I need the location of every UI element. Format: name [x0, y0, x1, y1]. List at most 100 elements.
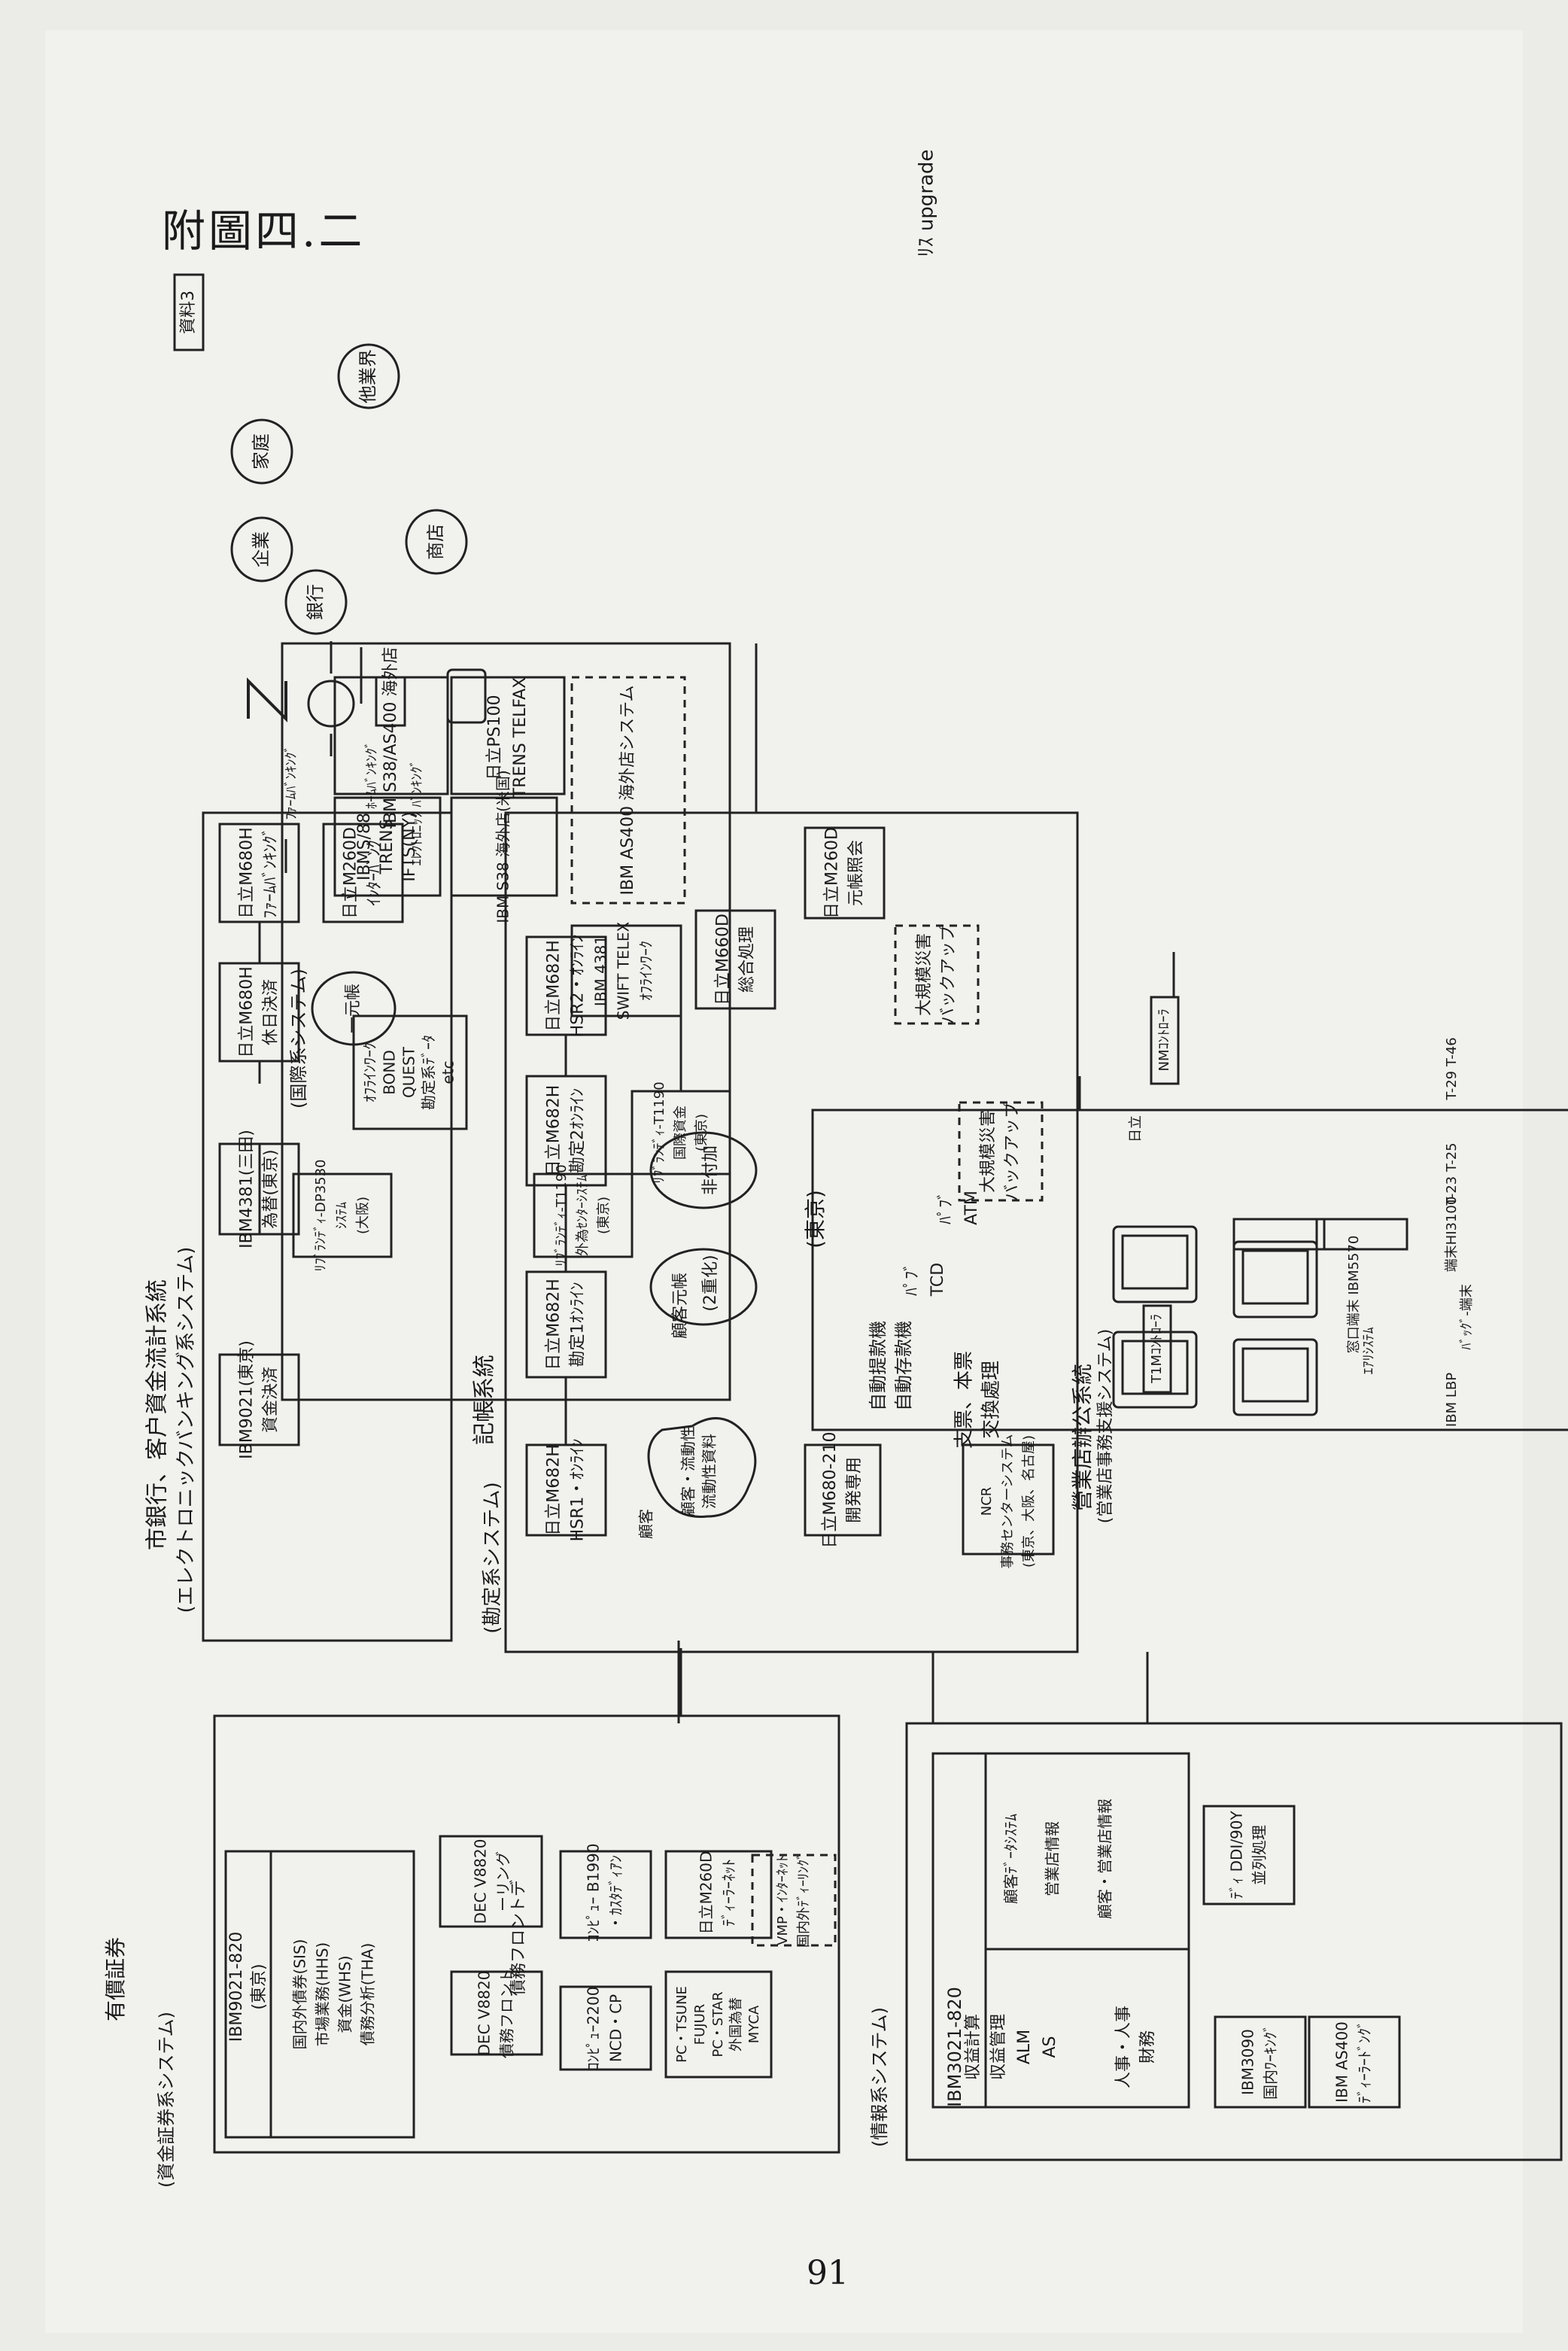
intl-4381-text-line-0: IBM 4381 — [592, 935, 610, 1006]
intl-row-0-text-line-1: 国際資金 — [673, 1106, 688, 1160]
intl-box-2 — [333, 796, 442, 897]
branch-terminal-0 — [1232, 1240, 1318, 1318]
tag-label: 資料3 — [179, 290, 198, 334]
sec-pc-text-line-3: 外国為替 — [728, 1997, 744, 2051]
branch-label-1: T-23 T-25 — [1444, 1142, 1460, 1206]
sec-main-text-line-1: (東京) — [250, 1963, 269, 2009]
eb-box-1 — [218, 1142, 300, 1236]
sec-caption-hand: 有價証券 — [103, 1937, 128, 2021]
intl-box-1 — [450, 676, 566, 795]
branch-atm-box — [1232, 1218, 1326, 1251]
acct-cloud-text-line-0: 顧客・流動性 — [679, 1426, 697, 1516]
info-b3-text-line-1: 並列処理 — [1250, 1825, 1269, 1885]
acct-db1: 顧客元帳 — [671, 1273, 690, 1339]
info-b3-text-line-0: ﾃﾞｨ DDI/90Y — [1228, 1810, 1246, 1899]
info-list2-line-0: 人事・人事 — [1114, 2006, 1133, 2088]
acct-drum-2 — [649, 1131, 758, 1209]
branch-terminal-screen-3 — [1121, 1340, 1189, 1395]
branch-tcd-text-line-0: ﾊﾟﾌﾞ — [903, 1263, 922, 1296]
eb-system-frame — [202, 811, 453, 1642]
branch-hand-line-0: 自動提款機 — [868, 1321, 889, 1411]
intl-box1-text-line-1: TRENS TELFAX — [511, 677, 530, 798]
branch-label-6: 端末HI3100 — [1444, 1197, 1460, 1273]
figure-title: 附圖四.二 — [162, 205, 366, 257]
sec-main-box — [224, 1850, 415, 2139]
acct-lower-2-text-line-1: 元帳照会 — [847, 840, 866, 906]
acct-lower-1-text-line-0: 日立M660D — [714, 914, 733, 1005]
sec-dec1-box — [450, 1970, 543, 2056]
eb-drum-label: 一元帳 — [344, 984, 363, 1033]
info-b2-text-line-1: ﾃﾞｨｰﾗｰﾄﾞﾝｸﾞ — [1356, 2021, 1374, 2103]
acct-lower-0 — [804, 1443, 882, 1537]
page-number: 91 — [807, 2254, 849, 2292]
phone-icon — [307, 680, 355, 728]
eb-caption-hand: 市銀行、客户資金流計系統 — [144, 1279, 171, 1550]
intl-as400-box — [570, 676, 686, 905]
acct-db1-note: (2重化) — [701, 1255, 720, 1311]
sec-pc-text-line-0: PC・TSUNE — [674, 1986, 690, 2063]
branch-label-3: IBM LBP — [1444, 1373, 1460, 1427]
acct-online-0-text-line-1: HSR1・ｵﾝﾗｲﾝ — [569, 1439, 588, 1542]
branch-terminal-screen-2 — [1121, 1234, 1189, 1290]
acct-lower-0-text-line-1: 開発専用 — [845, 1457, 864, 1523]
sec-pc-box — [664, 1970, 773, 2079]
intl-row-1 — [533, 1172, 634, 1258]
acct-online-2-text-line-0: 日立M682H — [545, 1085, 564, 1177]
acct-lower-0-text-line-0: 日立M680-210 — [821, 1432, 840, 1549]
intl-row-1-text-line-0: ﾘﾌﾞﾗﾝﾃﾞｨ-T1190 — [554, 1164, 570, 1266]
branch-ctrl-2 — [1150, 996, 1180, 1085]
sec-c2-text-line-1: ・ｶｽﾀﾃﾞｨｱﾝ — [607, 1855, 625, 1930]
acct-online-0-text-line-0: 日立M682H — [545, 1444, 564, 1536]
branch-system-frame — [811, 1109, 1568, 1431]
acct-cloud-label: 顧客 — [637, 1509, 655, 1539]
ncr-text-line-0: NCR — [979, 1487, 995, 1516]
intl-bond-text-line-1: BOND — [381, 1050, 399, 1094]
sec-system-frame — [213, 1714, 840, 2154]
backup-box-2 — [894, 924, 980, 1025]
eb-box-3 — [218, 823, 300, 923]
eb-box-0-text-line-0: IBM9021(東京) — [238, 1340, 257, 1459]
client-other-industry-label: 他業界 — [357, 349, 378, 403]
intl-row-2-text-line-2: (大阪) — [355, 1197, 371, 1234]
intl-main-box — [333, 676, 449, 795]
acct-lower-2 — [804, 826, 886, 920]
sec-c1-text-line-1: NCD・CP — [607, 1994, 625, 2062]
sec-pc-text-line-4: MYCA — [746, 2005, 762, 2043]
client-bank-circle — [284, 569, 348, 635]
sec-main-list-line-3: 債務分析(THA) — [359, 1943, 377, 2046]
branch-hand-line-1: 自動存款機 — [893, 1321, 914, 1411]
acct-caption: (勘定系システム) — [482, 1482, 504, 1634]
info-list-line-3: AS — [1041, 2036, 1059, 2058]
info-main-box — [931, 1752, 1190, 2109]
sec-c2-text-line-0: ｺﾝﾋﾟｭｰ B1990 — [585, 1844, 603, 1942]
sec-front-text: 債務フロントデ — [509, 1880, 528, 1996]
intl-main-text: IBM S38/AS400 海外店 — [381, 647, 400, 829]
branch-tcd-text-line-1: TCD — [928, 1263, 947, 1297]
sec-dec2-text-line-0: DEC V8820 — [472, 1839, 490, 1924]
branch-terminal-screen-1 — [1241, 1347, 1309, 1403]
acct-cloud-text-line-1: 流動性資料 — [700, 1434, 719, 1509]
branch-terminal-2 — [1112, 1225, 1198, 1303]
eb-box-1-text-line-0: IBM4381(三田) — [238, 1130, 257, 1248]
info-r1: 顧客ﾃﾞｰﾀｼｽﾃﾑ — [1002, 1814, 1020, 1904]
ncr-hand-line-0: 支票、本票 — [953, 1351, 976, 1449]
info-b1-text-line-1: 国内ﾜｰｷﾝｸﾞ — [1262, 2024, 1280, 2100]
info-list-line-2: ALM — [1015, 2030, 1034, 2064]
intl-box1-text-line-0: 日立PS100 — [485, 695, 504, 780]
client-store-circle — [405, 509, 468, 575]
branch-caption-hand: 營業店辦公系統 — [1070, 1364, 1095, 1511]
info-list2-line-1: 財務 — [1138, 2030, 1157, 2064]
acct-lower-1-text-line-1: 総合処理 — [738, 926, 757, 993]
info-b1-text-line-0: IBM3090 — [1239, 2029, 1257, 2095]
sec-dec1-text-line-0: DEC V8820 — [476, 1971, 494, 2056]
intl-row-2 — [292, 1172, 393, 1258]
info-b1-box — [1214, 2015, 1307, 2109]
fax-icon — [247, 677, 287, 722]
info-list-line-1: 収益管理 — [989, 2014, 1008, 2080]
acct-system-frame — [504, 811, 1079, 1653]
intl-system-frame — [281, 642, 731, 1401]
intl-bond-box — [352, 1014, 468, 1130]
eb-box-4-text-line-1: ｲﾝﾀｰﾊﾞﾝｸ — [366, 840, 384, 906]
channel-home-line-0: ﾎｰﾑﾊﾞﾝｷﾝｸﾞ — [364, 741, 380, 809]
